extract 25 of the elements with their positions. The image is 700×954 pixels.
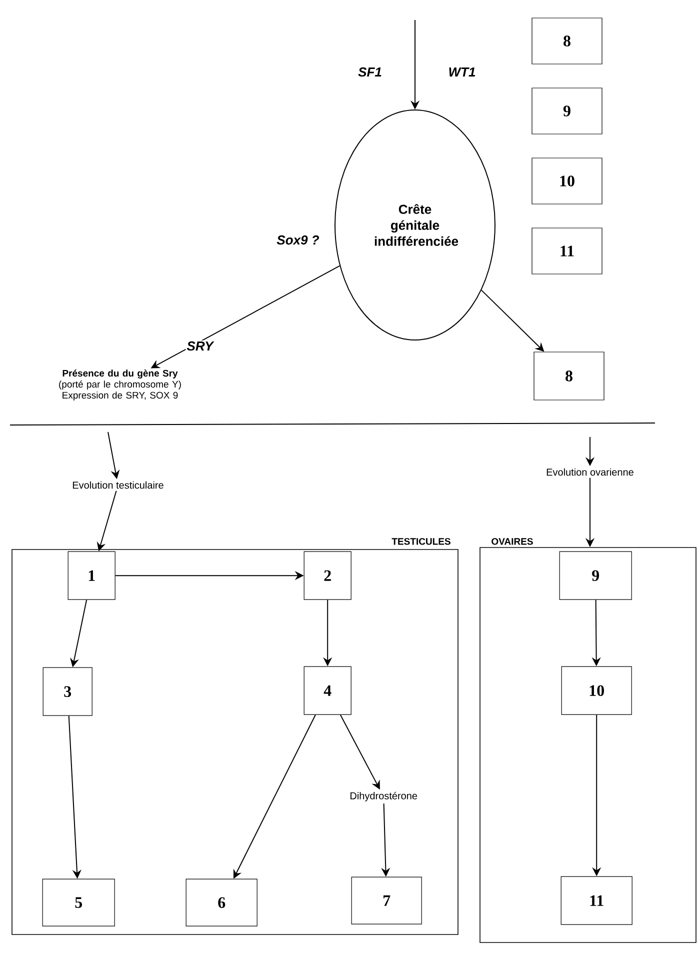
number-box: 8	[534, 352, 604, 400]
step-label: Evolution testiculaire	[72, 481, 164, 489]
panel-heading: OVAIRES	[492, 538, 533, 545]
step-label: Evolution ovarienne	[546, 468, 634, 476]
number-box: 10	[561, 666, 632, 715]
number-box: 8	[532, 18, 602, 64]
panel-heading: TESTICULES	[392, 538, 450, 545]
number-box: 2	[304, 551, 352, 600]
number-box: 7	[351, 876, 422, 924]
step-label: Dihydrostérone	[350, 792, 418, 802]
gene-note: Présence du du gène Sry (porté par le chromosome Y) Expression de SRY, SOX 9	[59, 370, 181, 400]
number-box: 1	[68, 551, 116, 600]
number-box: 11	[560, 876, 632, 925]
gene-label: SF1	[358, 67, 382, 77]
number-box: 6	[186, 878, 258, 926]
number-box: 5	[42, 878, 115, 926]
edge-label: SRY	[186, 340, 214, 352]
gene-label: Sox9 ?	[276, 235, 320, 245]
gene-label: WT1	[449, 68, 476, 76]
number-box: 3	[42, 667, 92, 716]
number-box: 9	[532, 88, 602, 134]
number-box: 10	[532, 158, 602, 204]
number-box: 4	[304, 666, 352, 715]
number-box: 11	[532, 228, 602, 274]
number-box: 9	[559, 551, 632, 600]
